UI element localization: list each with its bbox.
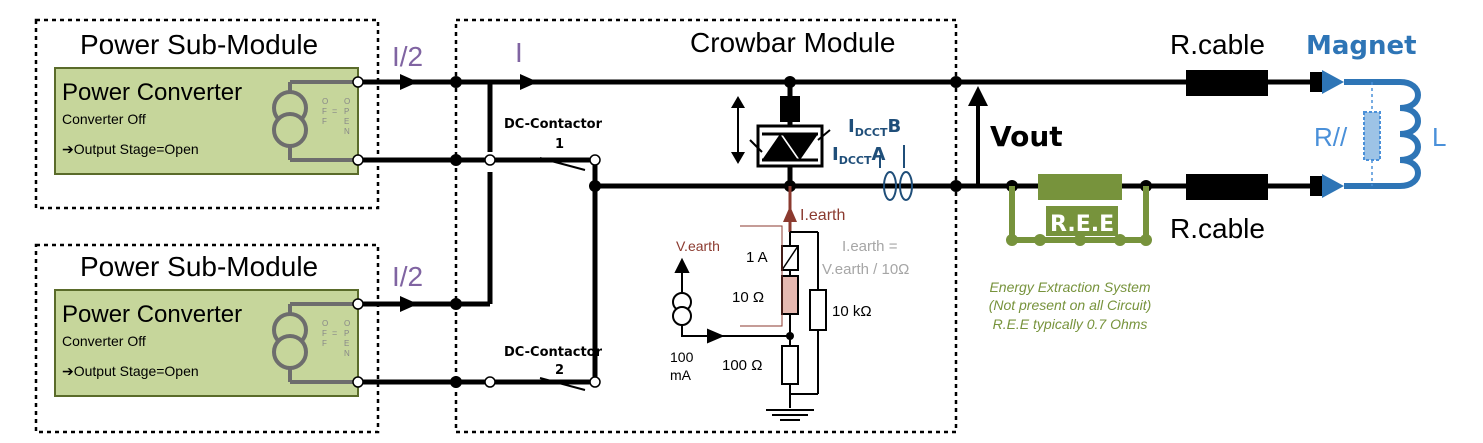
label-i-half-bottom: I/2 (392, 261, 423, 292)
v-earth-label: V.earth (676, 238, 720, 254)
i-earth-label: I.earth (800, 207, 845, 224)
magnet (1310, 70, 1421, 198)
thyristor-crowbar (731, 96, 831, 168)
label-i-main: I (515, 37, 523, 68)
magnet-label: Magnet (1306, 31, 1417, 61)
converter-top-status: Converter Off (62, 111, 146, 127)
power-converter-top: Power Converter Converter Off ➔Output St… (54, 67, 359, 175)
current-arrows (400, 74, 538, 312)
crowbar-module-box (454, 18, 958, 434)
converter-bottom-output-stage: ➔Output Stage=Open (62, 363, 199, 379)
ees-line-3: R.E.E typically 0.7 Ohms (993, 316, 1148, 332)
test-current-source (672, 257, 790, 344)
contactor-1-number: 1 (555, 137, 564, 152)
current-source-icon (272, 80, 355, 162)
rcable-top-label: R.cable (1170, 29, 1265, 60)
i-earth-eq-line2: V.earth / 10Ω (822, 261, 909, 278)
submodule-bottom-box (34, 243, 380, 434)
dcct-a-label: IDCCTA (832, 144, 885, 167)
power-converter-bottom: Power Converter Converter Off ➔Output St… (54, 289, 359, 397)
submodule-bottom-title: Power Sub-Module (80, 251, 318, 282)
converter-top-output-stage: ➔Output Stage=Open (62, 141, 199, 157)
source-unit: mA (670, 367, 692, 383)
current-source-icon (272, 302, 355, 384)
state-eq-top: = (332, 106, 337, 116)
dcct-sensors (879, 145, 913, 201)
r-parallel-label: R// (1314, 122, 1348, 152)
i-earth-eq-line1: I.earth = (842, 238, 898, 255)
crowbar-title: Crowbar Module (690, 27, 895, 58)
contactor-1-label: DC-Contactor (504, 117, 603, 132)
r-10k-label: 10 kΩ (832, 303, 872, 320)
ree-system (1006, 174, 1152, 246)
submodule-top-title: Power Sub-Module (80, 29, 318, 60)
rcable-top (1186, 70, 1268, 96)
converter-bottom-status: Converter Off (62, 333, 146, 349)
r-10-label: 10 Ω (732, 289, 764, 306)
vout-arrow (968, 86, 988, 186)
ees-line-1: Energy Extraction System (989, 279, 1150, 295)
converter-top-title: Power Converter (62, 79, 242, 106)
ree-label: R.E.E (1050, 212, 1114, 237)
r-1a-label: 1 A (746, 249, 768, 266)
submodule-top-box (34, 18, 380, 210)
dcct-b-label: IDCCTB (848, 116, 901, 139)
r-100-label: 100 Ω (722, 357, 762, 374)
label-i-half-top: I/2 (392, 41, 423, 72)
converter-bottom-title: Power Converter (62, 301, 242, 328)
state-eq-bottom: = (332, 328, 337, 338)
contactor-2-number: 2 (555, 363, 564, 378)
rcable-bottom-label: R.cable (1170, 213, 1265, 244)
dc-contactor-2 (539, 377, 586, 391)
inductance-label: L (1432, 122, 1446, 152)
rcable-bottom (1186, 174, 1268, 200)
vout-label: Vout (990, 120, 1063, 153)
source-value: 100 (670, 349, 694, 365)
contactor-2-label: DC-Contactor (504, 345, 603, 360)
dc-contactor-1 (539, 157, 586, 171)
ees-line-2: (Not present on all Circuit) (989, 297, 1152, 313)
terminal-dots (352, 76, 601, 388)
